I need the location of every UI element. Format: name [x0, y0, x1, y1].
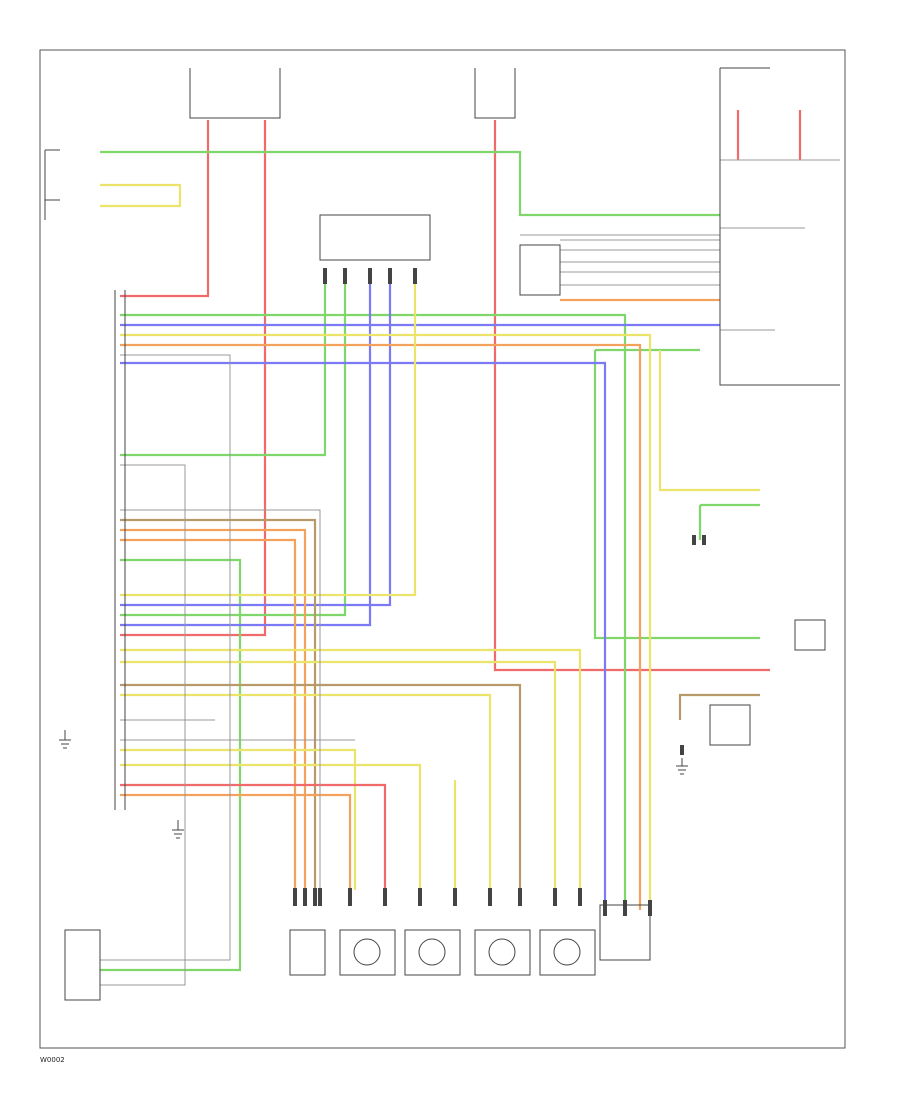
grey-wires [100, 159, 840, 986]
left-switch-group [44, 149, 60, 220]
wheel-sensor-right-rear [539, 929, 596, 976]
wheel-sensor-right-front [404, 929, 461, 976]
steering-sensor [519, 244, 561, 296]
relay-box [319, 214, 431, 261]
wheel-sensor-left-rear [474, 929, 531, 976]
fuse-block-1 [189, 68, 281, 119]
components [44, 67, 840, 1001]
wheel-sensor-left-front [339, 929, 396, 976]
fuse-block-3 [719, 67, 770, 160]
yaw-sensor [794, 619, 826, 651]
engine-module [64, 929, 101, 1001]
fuse-block-2 [474, 68, 516, 119]
control-module-connector [114, 290, 126, 810]
ground-symbols [59, 730, 688, 839]
pressure-sensor [289, 929, 326, 976]
footer-code: W0002 [40, 1056, 65, 1064]
connector-pins [293, 268, 706, 916]
brake-switch-box [709, 704, 751, 746]
wires [100, 110, 802, 972]
right-module [719, 160, 840, 386]
diagram-frame [39, 49, 846, 1049]
wheel-speed-sensors [339, 929, 596, 976]
